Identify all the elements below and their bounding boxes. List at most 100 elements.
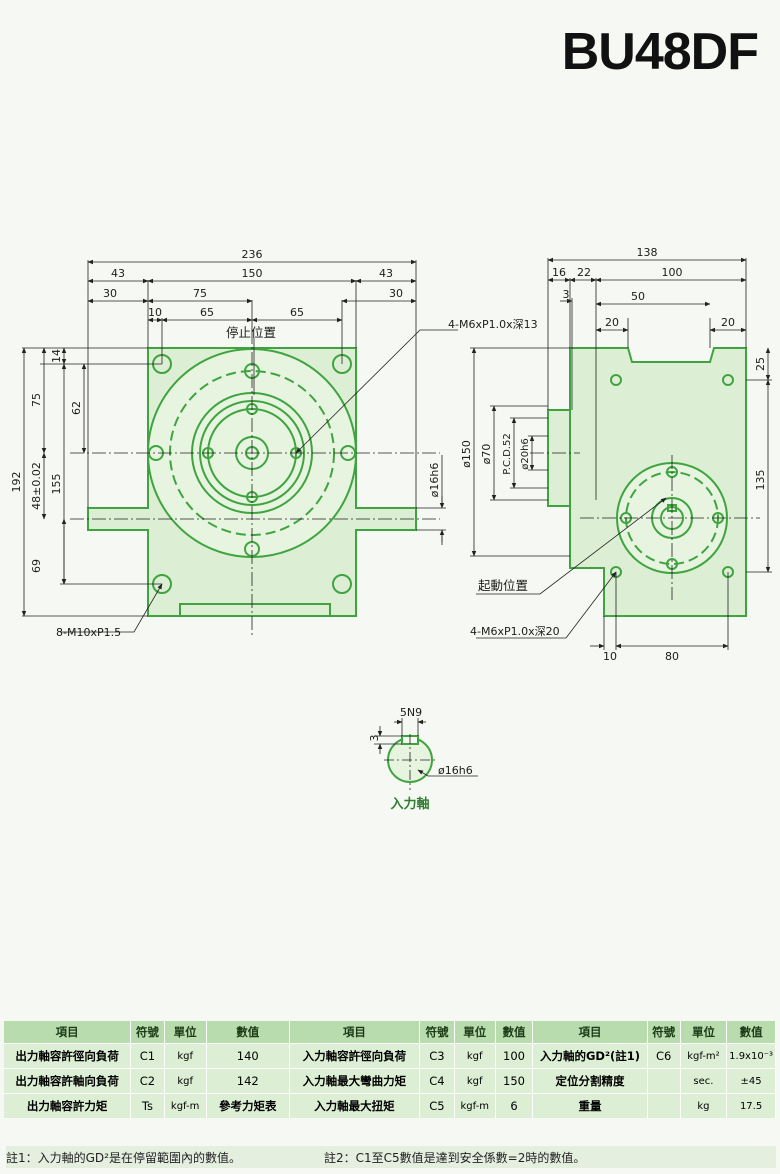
- cell: 100: [495, 1043, 534, 1069]
- header-symbol-2: 符號: [419, 1021, 455, 1044]
- dim-75-vert: 75: [30, 393, 43, 407]
- side-centerlines: [530, 452, 760, 600]
- cell: kgf-m: [454, 1093, 496, 1118]
- model-title: BU48DF: [561, 23, 759, 81]
- cell: 重量: [532, 1093, 648, 1118]
- spec-table: 項目 符號 單位 數值 項目 符號 單位 數值 項目 符號 單位 數值 出力軸容…: [4, 1021, 776, 1118]
- label-hole-top: 4-M6xP1.0x深13: [448, 318, 538, 331]
- dim-100: 100: [662, 266, 683, 279]
- dim-150: 150: [242, 267, 263, 280]
- dim-dia-20: ø20h6: [520, 438, 531, 470]
- dim-input-shaft-dia: ø16h6: [438, 764, 473, 777]
- cell: 17.5: [726, 1093, 776, 1118]
- dim-65-left: 65: [200, 306, 214, 319]
- dim-pcd-52: P.C.D.52: [502, 433, 513, 474]
- note-2: 註2：C1至C5數值是達到安全係數=2時的數值。: [324, 1151, 586, 1165]
- header-item-3: 項目: [532, 1021, 648, 1044]
- cell: kgf: [454, 1068, 496, 1094]
- table-row: 出力軸容許軸向負荷 C2 kgf 142 入力軸最大彎曲力矩 C4 kgf 15…: [4, 1068, 776, 1094]
- dim-69: 69: [30, 559, 43, 573]
- cell: sec.: [680, 1068, 728, 1094]
- cell: 142: [206, 1068, 290, 1094]
- header-value-2: 數值: [495, 1021, 534, 1044]
- cell: C5: [419, 1093, 455, 1118]
- header-unit-3: 單位: [680, 1021, 728, 1044]
- dim-shaft-dia: ø16h6: [428, 463, 441, 498]
- header-item-1: 項目: [4, 1021, 132, 1044]
- dim-14: 14: [50, 349, 63, 363]
- dim-30-left: 30: [103, 287, 117, 300]
- dim-43-right: 43: [379, 267, 393, 280]
- cell: 入力軸的GD²(註1): [532, 1043, 648, 1069]
- front-dimension-texts: 236 43 150 43 30 75 30 10 65 65 192 14 7…: [10, 248, 441, 573]
- dim-20-left: 20: [605, 316, 619, 329]
- cell: 出力軸容許力矩: [4, 1093, 132, 1118]
- dim-25: 25: [754, 357, 767, 371]
- label-hole-bottom: 8-M10xP1.5: [56, 626, 121, 639]
- notes-bar: 註1：入力軸的GD²是在停留範圍內的數值。 註2：C1至C5數值是達到安全係數=…: [6, 1146, 776, 1168]
- cell: 1.9x10⁻³: [726, 1043, 776, 1069]
- cell: kg: [680, 1093, 728, 1118]
- label-start-position: 起動位置: [478, 578, 528, 593]
- cell: 6: [495, 1093, 534, 1118]
- dim-30-right: 30: [389, 287, 403, 300]
- label-stop-position: 停止位置: [226, 325, 276, 340]
- header-unit-1: 單位: [164, 1021, 207, 1044]
- side-dimension-lines: [470, 257, 772, 650]
- header-value-1: 數值: [206, 1021, 290, 1044]
- label-side-hole: 4-M6xP1.0x深20: [470, 625, 560, 638]
- dim-key-width: 5N9: [400, 706, 422, 719]
- cell: C1: [130, 1043, 165, 1069]
- dim-138: 138: [637, 246, 658, 259]
- dim-75: 75: [193, 287, 207, 300]
- dim-3: 3: [563, 288, 570, 301]
- cell: 入力軸最大彎曲力矩: [289, 1068, 421, 1094]
- cell: C2: [130, 1068, 165, 1094]
- cell: kgf-m²: [680, 1043, 728, 1069]
- cell: 出力軸容許徑向負荷: [4, 1043, 132, 1069]
- dim-65-right: 65: [290, 306, 304, 319]
- dim-43-left: 43: [111, 267, 125, 280]
- dim-50: 50: [631, 290, 645, 303]
- spec-header-row: 項目 符號 單位 數值 項目 符號 單位 數值 項目 符號 單位 數值: [4, 1021, 776, 1044]
- technical-drawing: 236 43 150 43 30 75 30 10 65 65 192 14 7…: [10, 246, 772, 812]
- dim-10-bottom: 10: [603, 650, 617, 663]
- header-item-2: 項目: [289, 1021, 421, 1044]
- dim-155: 155: [50, 474, 63, 495]
- cell: Ts: [130, 1093, 165, 1118]
- dim-key-depth: 3: [368, 735, 381, 742]
- shaft-detail: 5N9 3 ø16h6 入力軸: [368, 706, 478, 812]
- dim-20-right: 20: [721, 316, 735, 329]
- cell: ±45: [726, 1068, 776, 1094]
- dim-62: 62: [70, 401, 83, 415]
- cell: kgf: [164, 1068, 207, 1094]
- cell: 參考力矩表: [206, 1093, 290, 1118]
- cell: [647, 1093, 681, 1118]
- cell: 定位分割精度: [532, 1068, 648, 1094]
- cell: 入力軸容許徑向負荷: [289, 1043, 421, 1069]
- dim-10: 10: [148, 306, 162, 319]
- dim-dia-70: ø70: [480, 444, 493, 465]
- header-symbol-3: 符號: [647, 1021, 681, 1044]
- cell: 入力軸最大扭矩: [289, 1093, 421, 1118]
- front-dimension-lines: [21, 259, 458, 633]
- dim-dia-150: ø150: [460, 440, 473, 468]
- header-symbol-1: 符號: [130, 1021, 165, 1044]
- header-unit-2: 單位: [454, 1021, 496, 1044]
- dim-16: 16: [552, 266, 566, 279]
- header-value-3: 數值: [726, 1021, 776, 1044]
- cell: kgf-m: [164, 1093, 207, 1118]
- dim-192: 192: [10, 472, 23, 493]
- note-1: 註1：入力軸的GD²是在停留範圍內的數值。: [6, 1151, 241, 1165]
- dim-80: 80: [665, 650, 679, 663]
- table-row: 出力軸容許力矩 Ts kgf-m 參考力矩表 入力軸最大扭矩 C5 kgf-m …: [4, 1093, 776, 1118]
- cell: [647, 1068, 681, 1094]
- cell: kgf: [164, 1043, 207, 1069]
- dim-236: 236: [242, 248, 263, 261]
- table-row: 出力軸容許徑向負荷 C1 kgf 140 入力軸容許徑向負荷 C3 kgf 10…: [4, 1043, 776, 1069]
- label-input-shaft: 入力軸: [390, 796, 429, 812]
- front-centerlines: [70, 330, 440, 635]
- cell: 150: [495, 1068, 534, 1094]
- cell: C4: [419, 1068, 455, 1094]
- cell: C3: [419, 1043, 455, 1069]
